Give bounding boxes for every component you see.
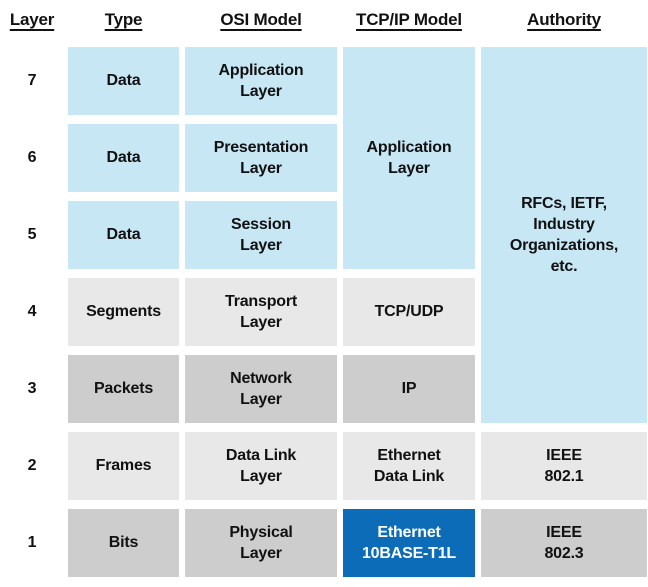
cell-tcpip-ip: IP	[343, 355, 475, 423]
cell-tcpip-application-layer: Application Layer	[343, 47, 475, 269]
cell-osi-session-layer: Session Layer	[185, 201, 337, 269]
cell-layer-number-7: 7	[27, 72, 37, 90]
column-header-tcpip-model: TCP/IP Model	[356, 10, 462, 29]
cell-type-2: Frames	[68, 432, 179, 500]
cell-layer-number-3: 3	[27, 380, 37, 398]
cell-type-3: Packets	[68, 355, 179, 423]
cell-layer-number-4: 4	[27, 303, 37, 321]
cell-layer-number-2: 2	[27, 457, 37, 475]
cell-layer-number-6: 6	[27, 149, 37, 167]
cell-tcpip-ethernet-data-link: Ethernet Data Link	[343, 432, 475, 500]
cell-layer-number-5: 5	[27, 226, 37, 244]
column-header-authority: Authority	[527, 10, 601, 29]
cell-layer-number-1: 1	[27, 534, 37, 552]
layer-table: Layer Type OSI Model TCP/IP Model Author…	[2, 2, 648, 577]
cell-osi-transport-layer: Transport Layer	[185, 278, 337, 346]
cell-osi-presentation-layer: Presentation Layer	[185, 124, 337, 192]
cell-osi-network-layer: Network Layer	[185, 355, 337, 423]
cell-type-7: Data	[68, 47, 179, 115]
cell-authority-rfcs-ietf: RFCs, IETF, Industry Organizations, etc.	[481, 47, 647, 423]
cell-type-4: Segments	[68, 278, 179, 346]
column-header-osi-model: OSI Model	[220, 10, 302, 29]
column-header-type: Type	[104, 10, 143, 29]
cell-authority-ieee-802-1: IEEE 802.1	[481, 432, 647, 500]
cell-type-5: Data	[68, 201, 179, 269]
cell-osi-application-layer: Application Layer	[185, 47, 337, 115]
column-header-layer: Layer	[9, 10, 55, 29]
cell-osi-data-link-layer: Data Link Layer	[185, 432, 337, 500]
cell-type-6: Data	[68, 124, 179, 192]
cell-authority-ieee-802-3: IEEE 802.3	[481, 509, 647, 577]
cell-tcpip-ethernet-10base-t1l-highlight: Ethernet 10BASE-T1L	[343, 509, 475, 577]
cell-type-1: Bits	[68, 509, 179, 577]
cell-tcpip-tcp-udp: TCP/UDP	[343, 278, 475, 346]
cell-osi-physical-layer: Physical Layer	[185, 509, 337, 577]
